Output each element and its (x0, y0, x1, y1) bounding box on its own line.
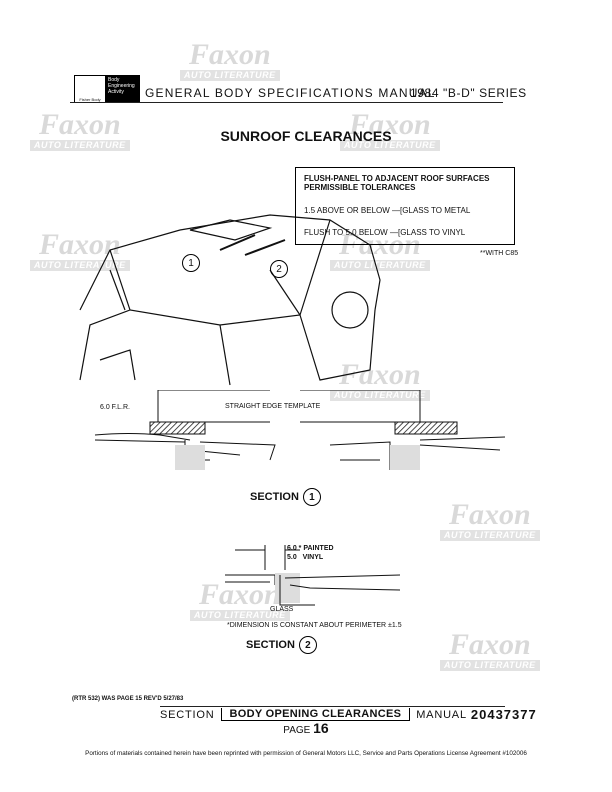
section-2-diagram (225, 545, 401, 606)
c85-note: **WITH C85 (480, 250, 519, 257)
license-credit: Portions of materials contained herein h… (85, 750, 527, 757)
tolerance-type: GLASS TO VINYL (400, 228, 466, 237)
fisher-body-logo: Fisher Body Body Engineering Activity (74, 75, 140, 103)
dimension-vinyl: 5.0 VINYL (287, 554, 324, 561)
page-number: 16 (313, 720, 329, 736)
page-title: SUNROOF CLEARANCES (220, 128, 392, 144)
flr-label: 6.0 F.L.R. (100, 404, 130, 411)
dimension-label: 6.0 * PAINTED 5.0 VINYL (287, 544, 334, 562)
page-number-row: PAGE 16 (0, 720, 612, 736)
section-name: BODY OPENING CLEARANCES (220, 708, 411, 721)
callout-2: 2 (270, 260, 288, 278)
tolerance-value: 1.5 ABOVE OR BELOW (304, 206, 390, 215)
tolerance-type: GLASS TO METAL (402, 206, 471, 215)
footer-rule (160, 706, 505, 707)
section-2-label: SECTION 2 (246, 636, 317, 654)
header-rule (70, 102, 503, 103)
section-1-diagram (94, 390, 506, 470)
section-1-label: SECTION 1 (250, 488, 321, 506)
manual-title: GENERAL BODY SPECIFICATIONS MANUAL (145, 86, 436, 100)
car-illustration (79, 214, 381, 386)
dimension-painted: 6.0 * PAINTED (287, 545, 334, 552)
footer-section-row: SECTION BODY OPENING CLEARANCES MANUAL 2… (160, 707, 537, 722)
section-number: 1 (302, 488, 321, 506)
glass-label: GLASS (270, 606, 294, 613)
series-label: 1984 "B-D" SERIES (410, 86, 527, 100)
section-label: SECTION (160, 708, 215, 721)
dimension-note: *DIMENSION IS CONSTANT ABOUT PERIMETER ±… (227, 622, 402, 629)
template-label: STRAIGHT EDGE TEMPLATE (225, 403, 321, 410)
section-number: 2 (298, 636, 317, 654)
tolerance-heading: FLUSH-PANEL TO ADJACENT ROOF SURFACES (304, 174, 490, 183)
revision-note: (RTR 532) WAS PAGE 15 REV'D 5/27/83 (72, 696, 184, 702)
callout-1: 1 (182, 254, 200, 272)
section-text: SECTION (246, 639, 295, 651)
manual-label: MANUAL (416, 708, 467, 721)
section-text: SECTION (250, 491, 299, 503)
tolerance-subheading: PERMISSIBLE TOLERANCES (304, 183, 416, 192)
page-label: PAGE (283, 725, 311, 736)
tolerance-box: FLUSH-PANEL TO ADJACENT ROOF SURFACES PE… (295, 167, 515, 245)
manual-number: 20437377 (470, 707, 537, 722)
tolerance-value: FLUSH TO 5.0 BELOW (304, 228, 388, 237)
